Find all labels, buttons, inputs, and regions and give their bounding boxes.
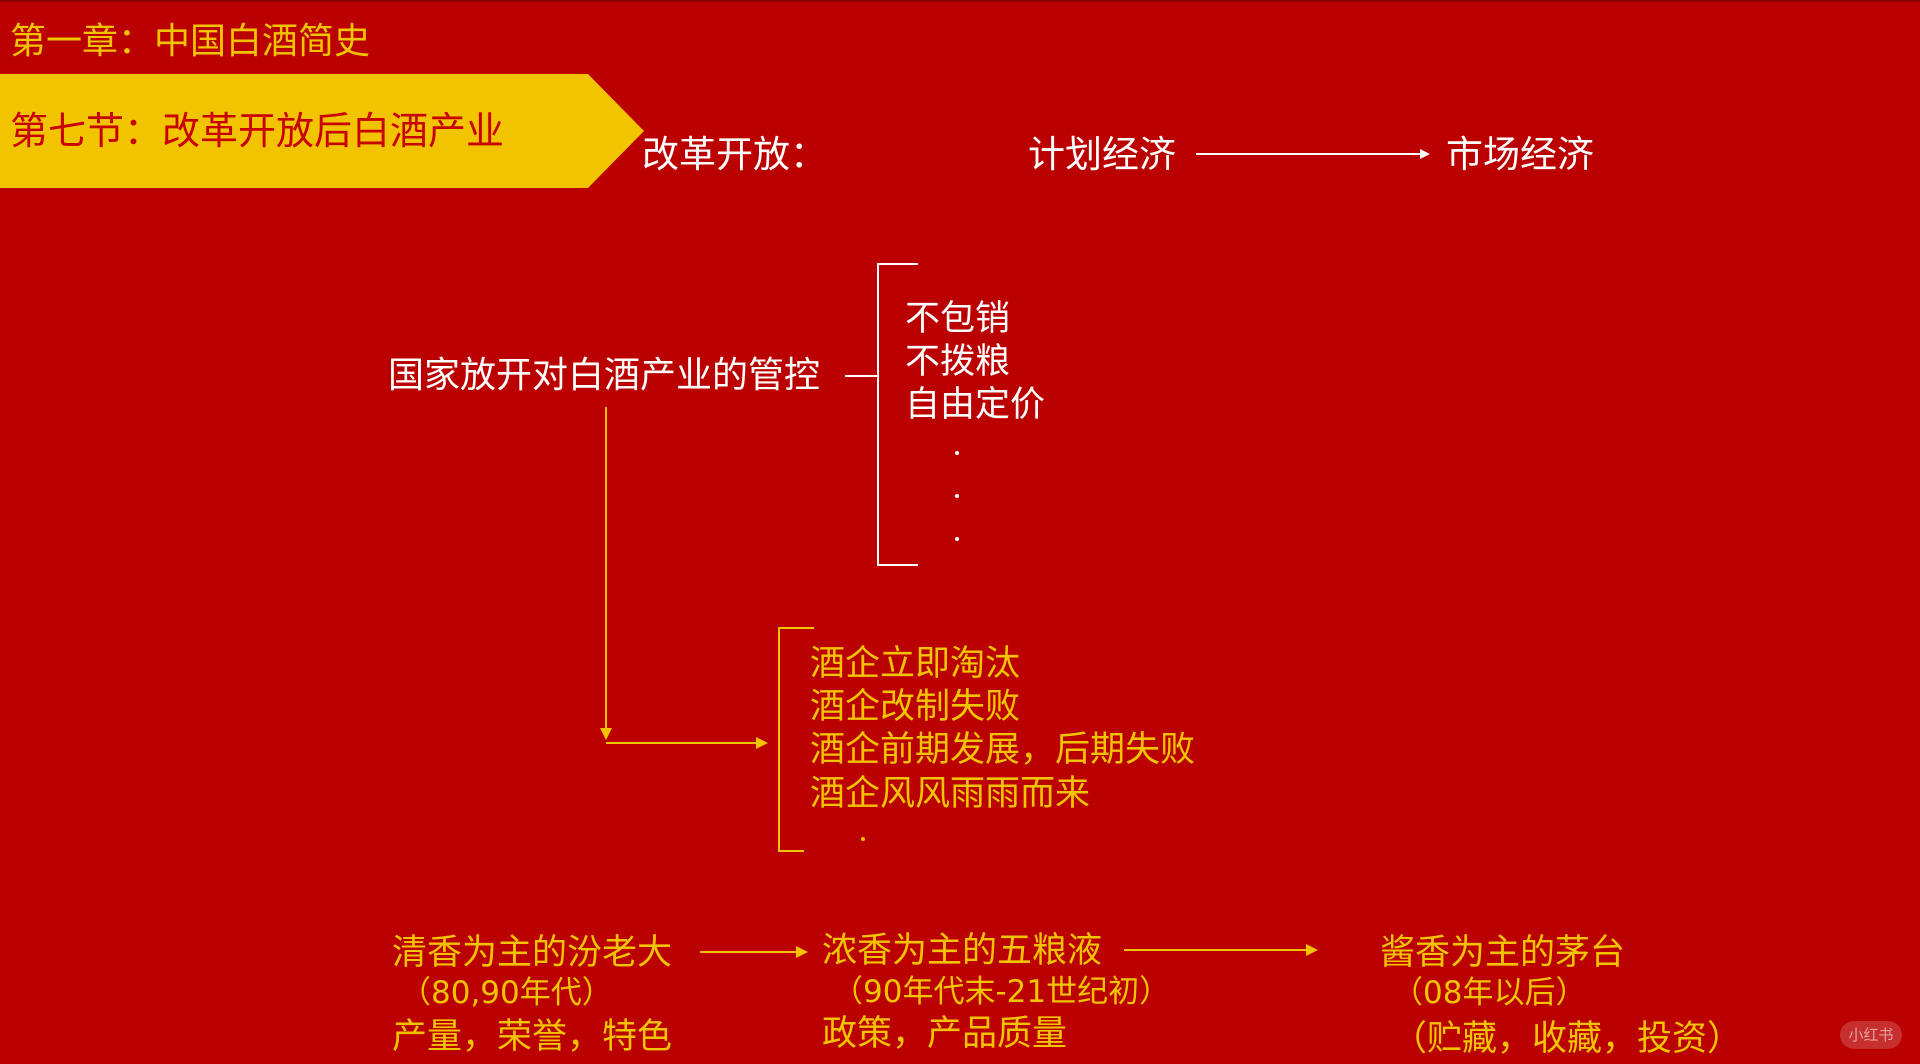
- section-title: 第七节：改革开放后白酒产业: [10, 109, 505, 153]
- outcomes-bracket: [778, 627, 814, 852]
- outcome-item: 酒企改制失败: [810, 687, 1021, 727]
- ellipsis-dot: [861, 837, 865, 841]
- timeline-period: （90年代末-21世纪初）: [832, 974, 1171, 1010]
- timeline-note: （贮藏，收藏，投资）: [1392, 1019, 1743, 1059]
- measure-item: 不包销: [905, 299, 1011, 339]
- outcome-item: 酒企立即淘汰: [810, 644, 1021, 684]
- timeline-note: 产量，荣誉，特色: [392, 1017, 673, 1057]
- outcomes-connector: [600, 407, 768, 749]
- market-economy-label: 市场经济: [1446, 133, 1594, 176]
- timeline-note: 政策，产品质量: [822, 1014, 1068, 1054]
- timeline-period: （80,90年代）: [400, 975, 613, 1011]
- chapter-title: 第一章：中国白酒简史: [10, 21, 371, 62]
- ellipsis-dot: [955, 451, 959, 455]
- reform-label: 改革开放：: [642, 133, 827, 176]
- measure-item: 自由定价: [905, 385, 1046, 425]
- outcome-item: 酒企风风雨雨而来: [810, 774, 1091, 814]
- ellipsis-dot: [955, 494, 959, 498]
- ellipsis-dot: [955, 537, 959, 541]
- outcome-item: 酒企前期发展，后期失败: [810, 730, 1196, 770]
- measure-item: 不拨粮: [905, 342, 1011, 382]
- control-release-label: 国家放开对白酒产业的管控: [388, 355, 821, 396]
- timeline-title: 酱香为主的茅台: [1380, 933, 1626, 973]
- planned-economy-label: 计划经济: [1028, 133, 1176, 176]
- section-banner-shape: [0, 74, 644, 188]
- timeline-period: （08年以后）: [1392, 975, 1587, 1011]
- timeline-title: 清香为主的汾老大: [392, 933, 673, 973]
- watermark-logo: 小红书: [1840, 1021, 1902, 1049]
- timeline-title: 浓香为主的五粮液: [822, 931, 1103, 971]
- measures-bracket: [845, 263, 918, 566]
